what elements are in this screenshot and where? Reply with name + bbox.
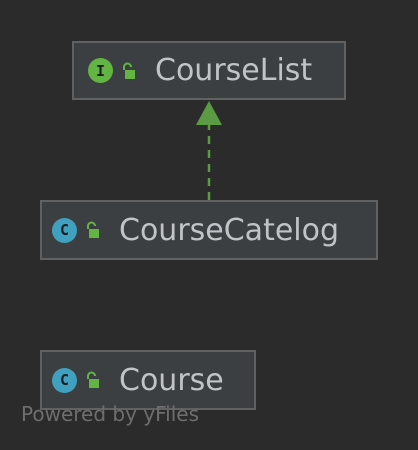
node-coursecatelog[interactable]: C CourseCatelog xyxy=(40,200,378,260)
public-lock-icon xyxy=(87,221,99,238)
yfiles-watermark: Powered by yFiles xyxy=(21,402,199,426)
class-icon: C xyxy=(52,217,77,243)
public-lock-icon xyxy=(87,371,99,388)
node-courselist[interactable]: I CourseList xyxy=(72,41,346,100)
class-icon: C xyxy=(52,367,77,393)
realization-arrowhead xyxy=(196,101,222,125)
node-label: CourseList xyxy=(155,53,313,88)
node-course[interactable]: C Course xyxy=(40,350,256,410)
node-label: Course xyxy=(119,362,224,398)
node-label: CourseCatelog xyxy=(119,212,340,248)
public-lock-icon xyxy=(123,62,135,79)
interface-icon: I xyxy=(88,58,113,83)
